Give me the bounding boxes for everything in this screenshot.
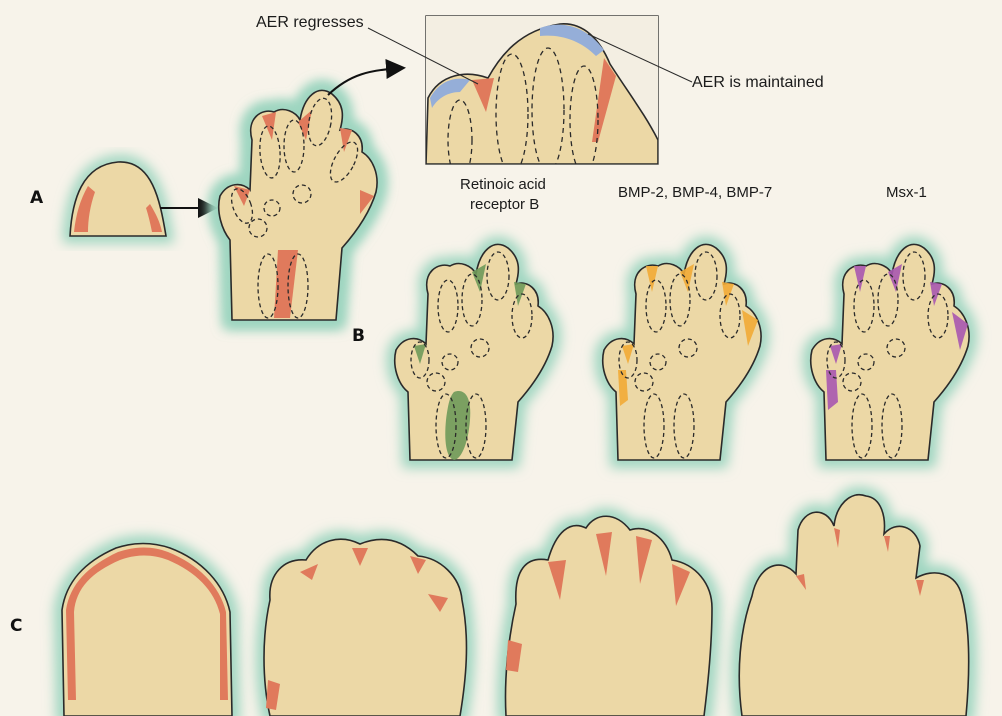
aer-left-band (74, 186, 95, 232)
bone-condensation (669, 273, 691, 327)
bone-condensation (645, 279, 667, 333)
inset-aer-closeup (425, 15, 659, 165)
bone-condensation (826, 341, 846, 379)
hand-bmp-expression-3 (646, 266, 658, 292)
stage-3-rays (497, 508, 721, 716)
hand-retinoic-acid-expression-4 (445, 391, 471, 460)
bone-condensation (678, 338, 698, 358)
leader-aer-regresses (367, 27, 479, 85)
bone-condensation (851, 393, 873, 459)
hand-msx-expression-5 (826, 370, 838, 410)
bone-condensation (842, 372, 862, 392)
stage-2-scalloped (256, 531, 475, 716)
bone-condensation (927, 293, 949, 339)
hand-msx-outline (809, 243, 970, 461)
hand-bmp-expression-5 (618, 370, 628, 406)
bone-condensation (618, 341, 638, 379)
bone-condensation (877, 273, 899, 327)
gene-expression-hands (386, 236, 977, 468)
bone-condensation (441, 353, 459, 371)
hand-msx-expression-4 (830, 344, 842, 364)
hand-bmp-outline (601, 243, 762, 461)
hand-retinoic-acid-expression-1 (472, 264, 486, 292)
hand-msx-expression-1 (888, 264, 902, 292)
bone-condensation (435, 393, 457, 459)
bone-condensation (719, 293, 741, 339)
bone-condensation (902, 251, 926, 301)
callout-aer-regresses: AER regresses (256, 14, 364, 31)
leader-aer-maintained (587, 33, 693, 83)
bone-condensation (511, 293, 533, 339)
gene-label-retinoic-line2: receptor B (470, 196, 540, 213)
gene-label-retinoic-line1: Retinoic acid (460, 176, 546, 193)
panel-label-c: C (10, 616, 23, 636)
bone-condensation (857, 353, 875, 371)
bone-condensation (426, 372, 446, 392)
hand-msx-expression-3 (854, 266, 866, 292)
inset-aer-blue-left (430, 78, 470, 108)
panel-label-a: A (30, 188, 44, 208)
hand-bmp-expression-2 (722, 282, 734, 306)
hand-retinoic-acid-expression-2 (514, 282, 526, 306)
gene-label-bmp: BMP-2, BMP-4, BMP-7 (618, 184, 773, 201)
hand-bmp-expression-4 (622, 344, 634, 364)
bone-condensation (634, 372, 654, 392)
stage-1-paddle (53, 535, 241, 716)
bone-condensation (486, 251, 510, 301)
bone-condensation (470, 338, 490, 358)
panel-label-b: B (352, 326, 365, 346)
hand-msx-expression-6 (952, 312, 968, 350)
aer-right-band (146, 204, 162, 232)
hand-bmp-expression-6 (742, 310, 758, 346)
stage-4-fingers (731, 486, 977, 716)
bone-condensation (465, 393, 487, 459)
bone-condensation (410, 341, 430, 379)
callout-aer-maintained: AER is maintained (692, 74, 824, 91)
bone-condensation (649, 353, 667, 371)
bone-condensation (643, 393, 665, 459)
gene-label-msx: Msx-1 (886, 184, 927, 201)
bone-condensation (694, 251, 718, 301)
bone-condensation (886, 338, 906, 358)
panel-c-stages (53, 486, 977, 716)
arrow-to-inset (327, 59, 406, 96)
bone-condensation (437, 279, 459, 333)
hand-retinoic-acid-expression-3 (414, 344, 426, 364)
bone-condensation (853, 279, 875, 333)
bone-condensation (461, 273, 483, 327)
bone-condensation (881, 393, 903, 459)
hand-msx-expression-2 (930, 282, 942, 306)
hand-msx (802, 236, 977, 468)
hand-bmp (594, 236, 769, 468)
panel-a-limb-bud (62, 155, 175, 243)
bone-condensation (673, 393, 695, 459)
hand-retinoic-acid (386, 236, 561, 468)
inset-aer-blue-tip (540, 24, 604, 56)
hand-retinoic-acid-outline (393, 243, 554, 461)
panel-b-hand-plate (219, 90, 377, 328)
hand-bmp-expression-1 (680, 264, 694, 292)
